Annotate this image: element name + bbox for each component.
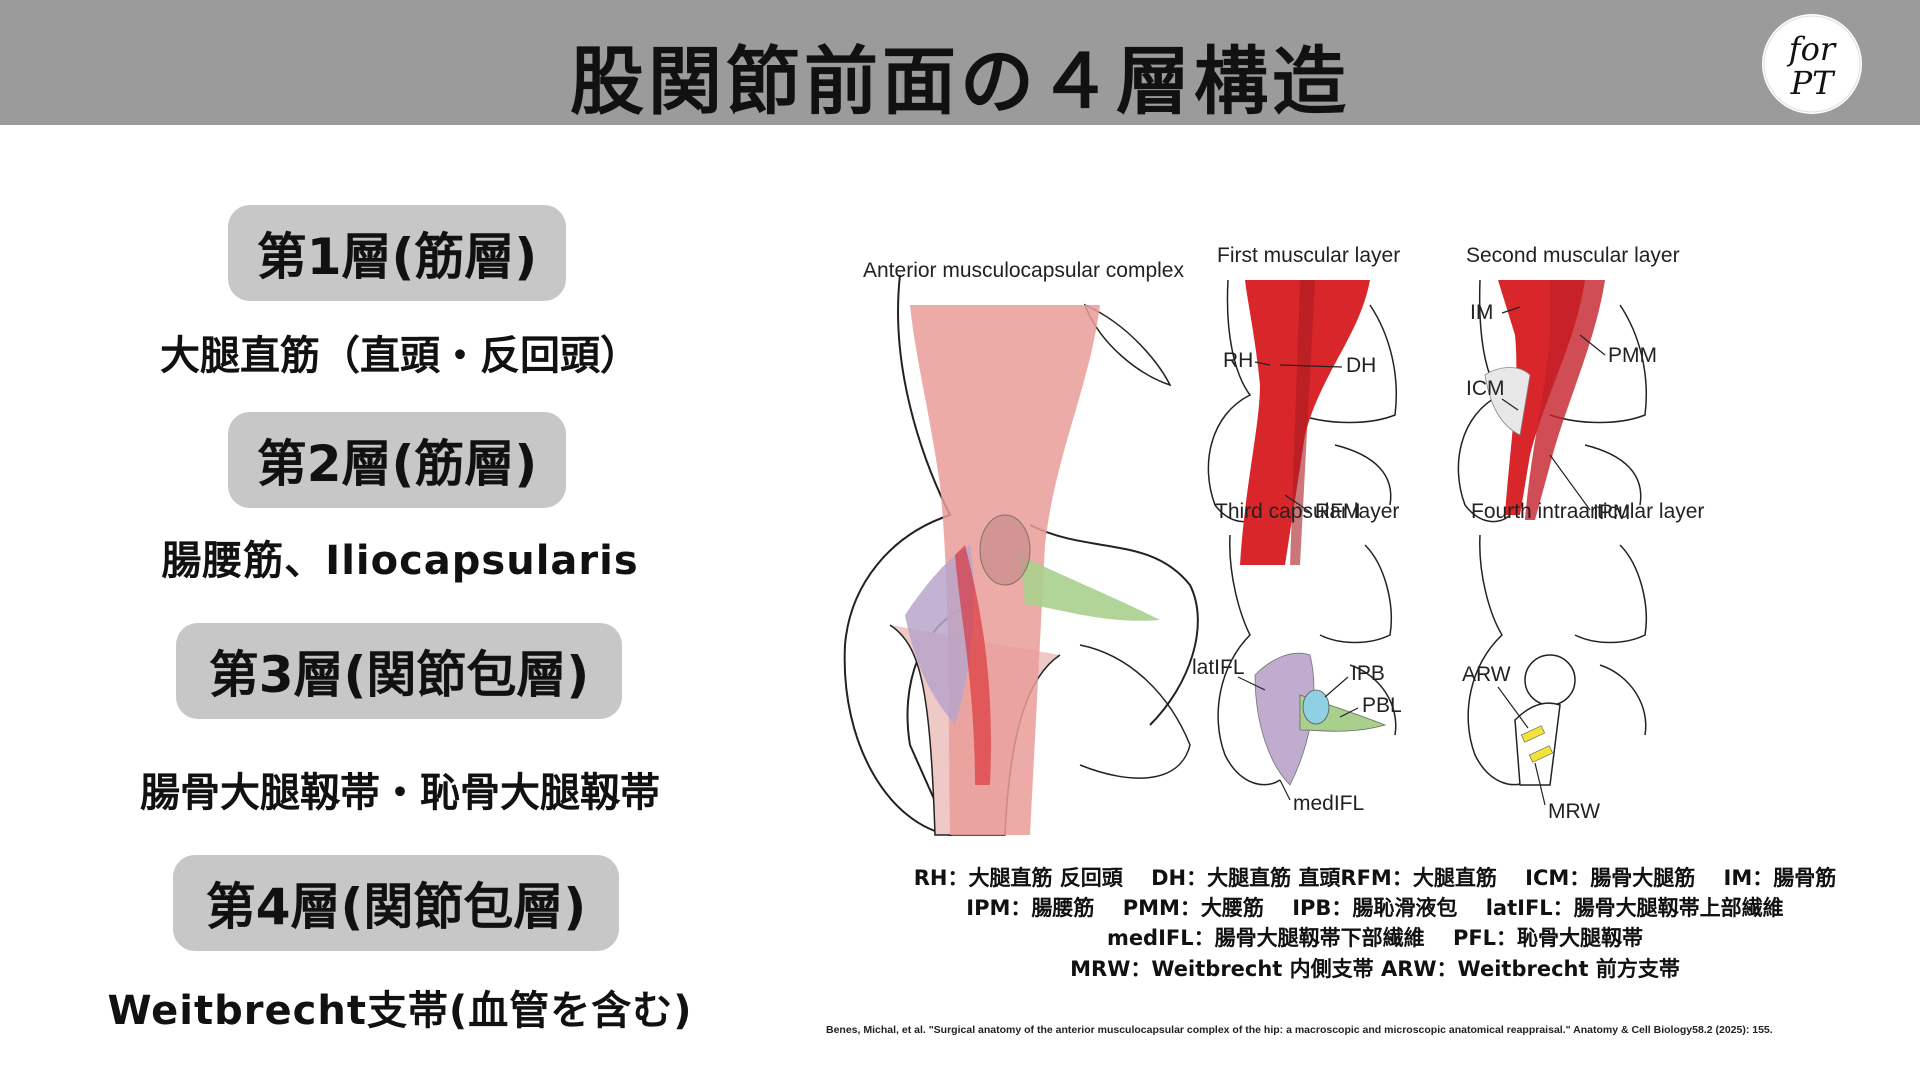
layer-1-pill: 第1層(筋層) — [228, 205, 566, 301]
main-panel-title: Anterior musculocapsular complex — [863, 259, 1184, 282]
label-latifl: latIFL — [1192, 656, 1245, 679]
anatomy-figure: Anterior musculocapsular complex First m… — [830, 225, 1920, 850]
logo-text-bottom: PT — [1790, 64, 1837, 102]
panel-4-title: Fourth intraarticular layer — [1471, 500, 1704, 523]
label-mrw: MRW — [1548, 800, 1600, 823]
forpt-logo: for PT — [1762, 14, 1862, 114]
layer-1-description: 大腿直筋（直頭・反回頭） — [100, 323, 700, 381]
label-dh: DH — [1346, 354, 1376, 377]
abbreviation-line-2: IPM：腸腰筋 PMM：大腰筋 IPB：腸恥滑液包 latIFL：腸骨大腿靱帯上… — [830, 892, 1920, 922]
panel-1-title: First muscular layer — [1217, 244, 1400, 267]
layer-4-pill: 第4層(関節包層) — [173, 855, 619, 951]
abbreviation-line-1: RH：大腿直筋 反回頭 DH：大腿直筋 直頭RFM：大腿直筋 ICM：腸骨大腿筋… — [830, 862, 1920, 892]
layer-3-description: 腸骨大腿靱帯・恥骨大腿靱帯 — [100, 760, 700, 818]
abbreviation-line-3: medIFL：腸骨大腿靱帯下部繊維 PFL：恥骨大腿靱帯 — [830, 922, 1920, 952]
panel-4-illustration — [1468, 535, 1646, 785]
panel-3-illustration — [1218, 535, 1396, 785]
citation: Benes, Michal, et al. "Surgical anatomy … — [826, 1024, 1826, 1036]
layer-3-pill: 第3層(関節包層) — [176, 623, 622, 719]
label-medifl: medIFL — [1293, 792, 1364, 815]
layer-2-description: 腸腰筋、Iliocapsularis — [100, 528, 700, 586]
abbreviation-line-4: MRW：Weitbrecht 内側支帯 ARW：Weitbrecht 前方支帯 — [830, 953, 1920, 983]
page-title: 股関節前面の４層構造 — [0, 22, 1920, 129]
layer-4-description: Weitbrecht支帯(血管を含む) — [100, 978, 700, 1036]
label-ipb: IPB — [1351, 662, 1385, 685]
panel-3-title: Third capsular layer — [1215, 500, 1399, 523]
logo-text-top: for — [1787, 30, 1837, 68]
label-icm: ICM — [1466, 377, 1505, 400]
layer-2-pill: 第2層(筋層) — [228, 412, 566, 508]
label-rh: RH — [1223, 349, 1253, 372]
panel-2-title: Second muscular layer — [1466, 244, 1680, 267]
label-arw: ARW — [1462, 663, 1511, 686]
main-hip-illustration — [845, 275, 1198, 835]
label-im: IM — [1470, 301, 1493, 324]
label-pbl: PBL — [1362, 694, 1402, 717]
label-pmm: PMM — [1608, 344, 1657, 367]
